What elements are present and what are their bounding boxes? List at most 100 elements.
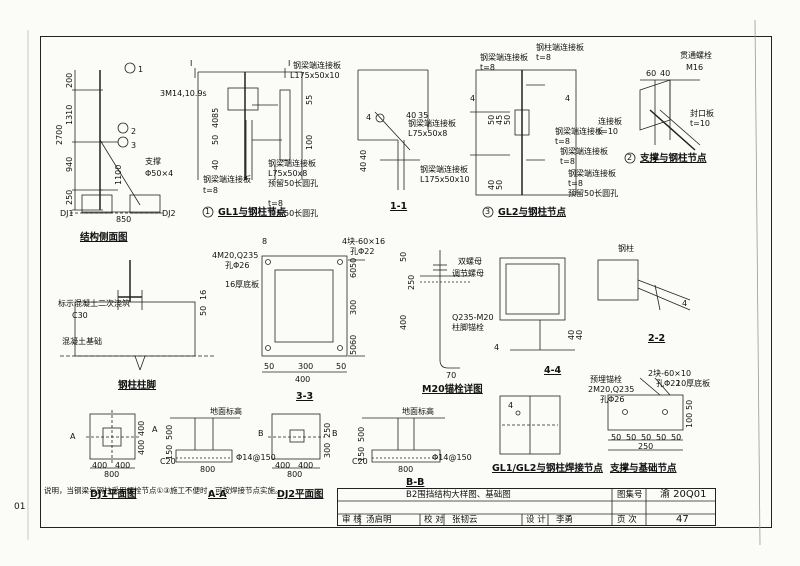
drawing-frame — [40, 36, 772, 528]
note-label: 预留50长圆孔 — [268, 179, 319, 188]
note-label: 4 — [494, 343, 500, 352]
note-label: 10厚底板 — [676, 379, 711, 388]
note-label: t=8 — [268, 199, 283, 208]
note-label: C30 — [72, 311, 88, 320]
dim-label: 50 — [211, 134, 220, 145]
dim-label: 85 — [211, 107, 220, 118]
dim-label: 300 — [349, 299, 358, 315]
dim-label: 250 — [65, 189, 74, 205]
note-label: 4M20,Q235 — [212, 251, 259, 260]
section-mark: B — [332, 429, 338, 438]
dim-label: 850 — [116, 215, 132, 224]
note-label: L75x50x8 — [268, 169, 308, 178]
dim-label: 2700 — [55, 124, 64, 145]
dim-label: 60 — [349, 267, 358, 278]
dim-label: 400 — [295, 375, 311, 384]
note-label: C20 — [160, 457, 176, 466]
dim-label: 50 — [503, 114, 512, 125]
view-title: 3-3 — [296, 391, 314, 402]
note-label: 连接板 — [598, 117, 622, 126]
note-label: C20 — [352, 457, 368, 466]
note-label: 预留50长圆孔 — [268, 209, 319, 218]
dim-label: 50 — [671, 433, 682, 442]
note-label: 孔Φ22 — [656, 379, 681, 388]
view-title: B-B — [406, 477, 425, 488]
note-label: Φ50×4 — [145, 169, 174, 178]
dim-label: 250 — [323, 422, 332, 438]
foundation-tag: DJ2 — [162, 209, 176, 218]
atlas-label: 图集号 — [617, 490, 643, 500]
note-label: 调节螺母 — [452, 269, 484, 278]
view-title: M20锚栓详图 — [422, 384, 483, 395]
note-label: 孔Φ26 — [225, 261, 250, 270]
note-label: t=8 — [536, 53, 551, 62]
dim-label: 800 — [104, 470, 120, 479]
note-label: 4 — [682, 299, 688, 308]
page-label: 页 次 — [617, 515, 637, 525]
page-number: 47 — [676, 514, 689, 525]
note-label: 钢梁端连接板 — [568, 169, 616, 178]
note-label: 钢梁端连接板 — [203, 175, 251, 184]
note-label: Q235-M20 — [452, 313, 494, 322]
dim-label: 400 — [137, 439, 146, 455]
dim-label: 800 — [287, 470, 303, 479]
dim-label: 500 — [357, 426, 366, 442]
view-title: DJ2平面图 — [277, 489, 324, 500]
title-block — [337, 488, 716, 526]
view-title: 结构侧面图 — [80, 232, 128, 243]
dim-label: 1100 — [114, 164, 123, 185]
dim-label: 50 — [336, 362, 347, 371]
note-label: 2块-60×10 — [648, 369, 692, 378]
note-label: 支撑 — [145, 157, 161, 166]
callout-number: 1 — [138, 65, 144, 74]
note-label: t=10 — [690, 119, 711, 128]
dim-label: 50 — [264, 362, 275, 371]
note-label: 钢柱端连接板 — [536, 43, 584, 52]
detail-number: 1 — [205, 207, 211, 216]
note-label: 钢梁端连接板 — [268, 159, 316, 168]
dim-label: 200 — [65, 72, 74, 88]
dim-label: 50 — [611, 433, 622, 442]
dim-label: 60 — [349, 334, 358, 345]
note-label: 预留50长圆孔 — [568, 189, 619, 198]
dim-label: 50 — [685, 399, 694, 410]
dim-label: 40 — [359, 161, 368, 172]
section-mark: A — [152, 425, 158, 434]
view-title: 1-1 — [390, 201, 408, 212]
note-label: Φ14@150 — [236, 453, 276, 462]
view-title: DJ1平面图 — [90, 489, 137, 500]
review-label: 审 核 — [342, 515, 362, 525]
dim-label: 40 — [211, 117, 220, 128]
dim-label: 400 — [115, 461, 131, 470]
dim-label: 1310 — [65, 104, 74, 125]
note-label: 地面标高 — [210, 407, 242, 416]
dim-label: 50 — [399, 251, 408, 262]
note-label: Φ14@150 — [432, 453, 472, 462]
dim-label: 400 — [298, 461, 314, 470]
detail-number: 3 — [485, 207, 491, 216]
dim-label: 940 — [65, 156, 74, 172]
dim-label: 300 — [323, 442, 332, 458]
note-label: t=8 — [555, 137, 570, 146]
note-label: 钢梁端连接板 — [293, 61, 341, 70]
dim-label: 50 — [495, 179, 504, 190]
note-label: 2M20,Q235 — [588, 385, 635, 394]
section-mark: A — [70, 432, 76, 441]
dim-label: 250 — [638, 442, 654, 451]
dim-label: 40 — [660, 69, 671, 78]
dim-label: 400 — [275, 461, 291, 470]
note-label: 封口板 — [690, 109, 714, 118]
note-label: 混凝土基础 — [62, 337, 102, 346]
note-label: 钢梁端连接板 — [555, 127, 603, 136]
section-mark: I — [288, 59, 291, 68]
note-label: 4 — [508, 401, 514, 410]
note-label: 标示混凝土二次浇筑 — [58, 299, 130, 308]
callout-number: 8 — [262, 237, 268, 246]
dim-label: 16 — [199, 289, 208, 300]
view-title: 4-4 — [544, 365, 562, 376]
note-label: 孔Φ22 — [350, 247, 375, 256]
note-label: 孔Φ26 — [600, 395, 625, 404]
note-label: L175x50x10 — [290, 71, 340, 80]
